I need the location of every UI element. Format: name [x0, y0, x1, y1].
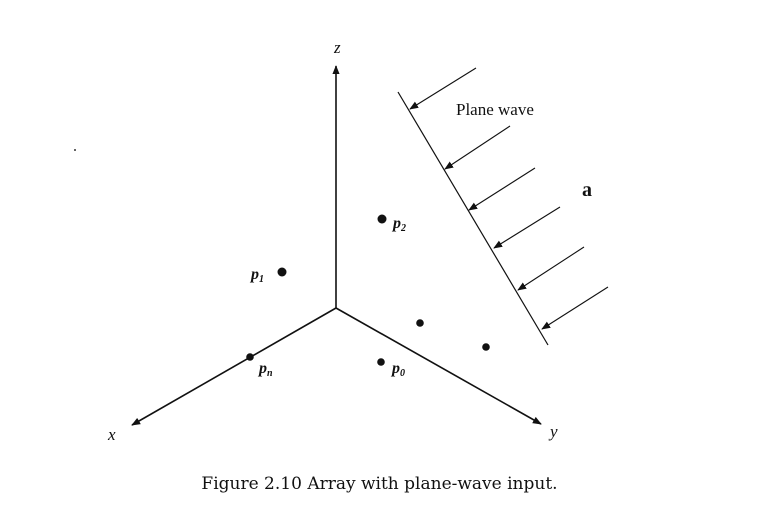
label-p1: p1: [249, 266, 264, 285]
element-dot-unlabeled-1: [416, 319, 424, 327]
array-elements: [246, 214, 490, 366]
element-dot-p1: [277, 267, 287, 277]
element-dot-unlabeled-2: [482, 343, 490, 351]
wave-arrows: [409, 67, 609, 330]
z-axis-label: z: [333, 38, 341, 57]
wave-arrow: [468, 167, 536, 211]
wave-arrow: [541, 286, 609, 330]
element-dot-pn: [246, 353, 254, 361]
plane-wave-front: [397, 91, 549, 346]
stray-mark: [74, 149, 76, 151]
x-axis-label: x: [107, 425, 116, 444]
element-dot-p0: [377, 358, 385, 366]
wave-arrow: [409, 67, 477, 110]
plane-wave-label: Plane wave: [456, 100, 534, 119]
label-p0: p0: [390, 360, 405, 379]
figure-caption: Figure 2.10 Array with plane-wave input.: [201, 474, 558, 494]
wave-arrow: [493, 206, 561, 249]
axes: [131, 65, 542, 426]
element-dot-p2: [377, 214, 387, 224]
y-axis-label: y: [548, 422, 558, 441]
x-axis: [131, 307, 337, 426]
direction-vector-label: a: [582, 179, 592, 201]
label-pn: pn: [257, 360, 273, 379]
y-axis: [335, 307, 542, 425]
label-p2: p2: [391, 215, 406, 234]
wave-arrow: [444, 125, 511, 170]
wave-arrow: [517, 246, 585, 291]
